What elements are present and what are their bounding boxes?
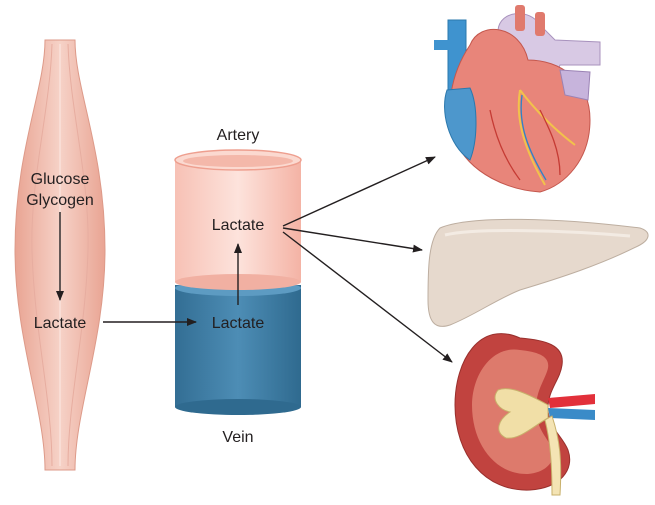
vein-lactate-label: Lactate — [212, 315, 265, 332]
vein-label: Vein — [222, 429, 253, 446]
to-kidney-arrow — [283, 232, 452, 362]
artery-label: Artery — [217, 127, 260, 144]
to-heart-arrow — [283, 157, 435, 226]
heart-icon — [434, 5, 600, 192]
artery-lactate-label: Lactate — [212, 217, 265, 234]
glucose-label: Glucose — [31, 171, 90, 188]
muscle-lactate-label: Lactate — [34, 315, 87, 332]
kidney-icon — [455, 334, 595, 495]
glycogen-label: Glycogen — [26, 192, 94, 209]
liver-icon — [428, 219, 648, 326]
to-liver-arrow — [283, 228, 422, 250]
